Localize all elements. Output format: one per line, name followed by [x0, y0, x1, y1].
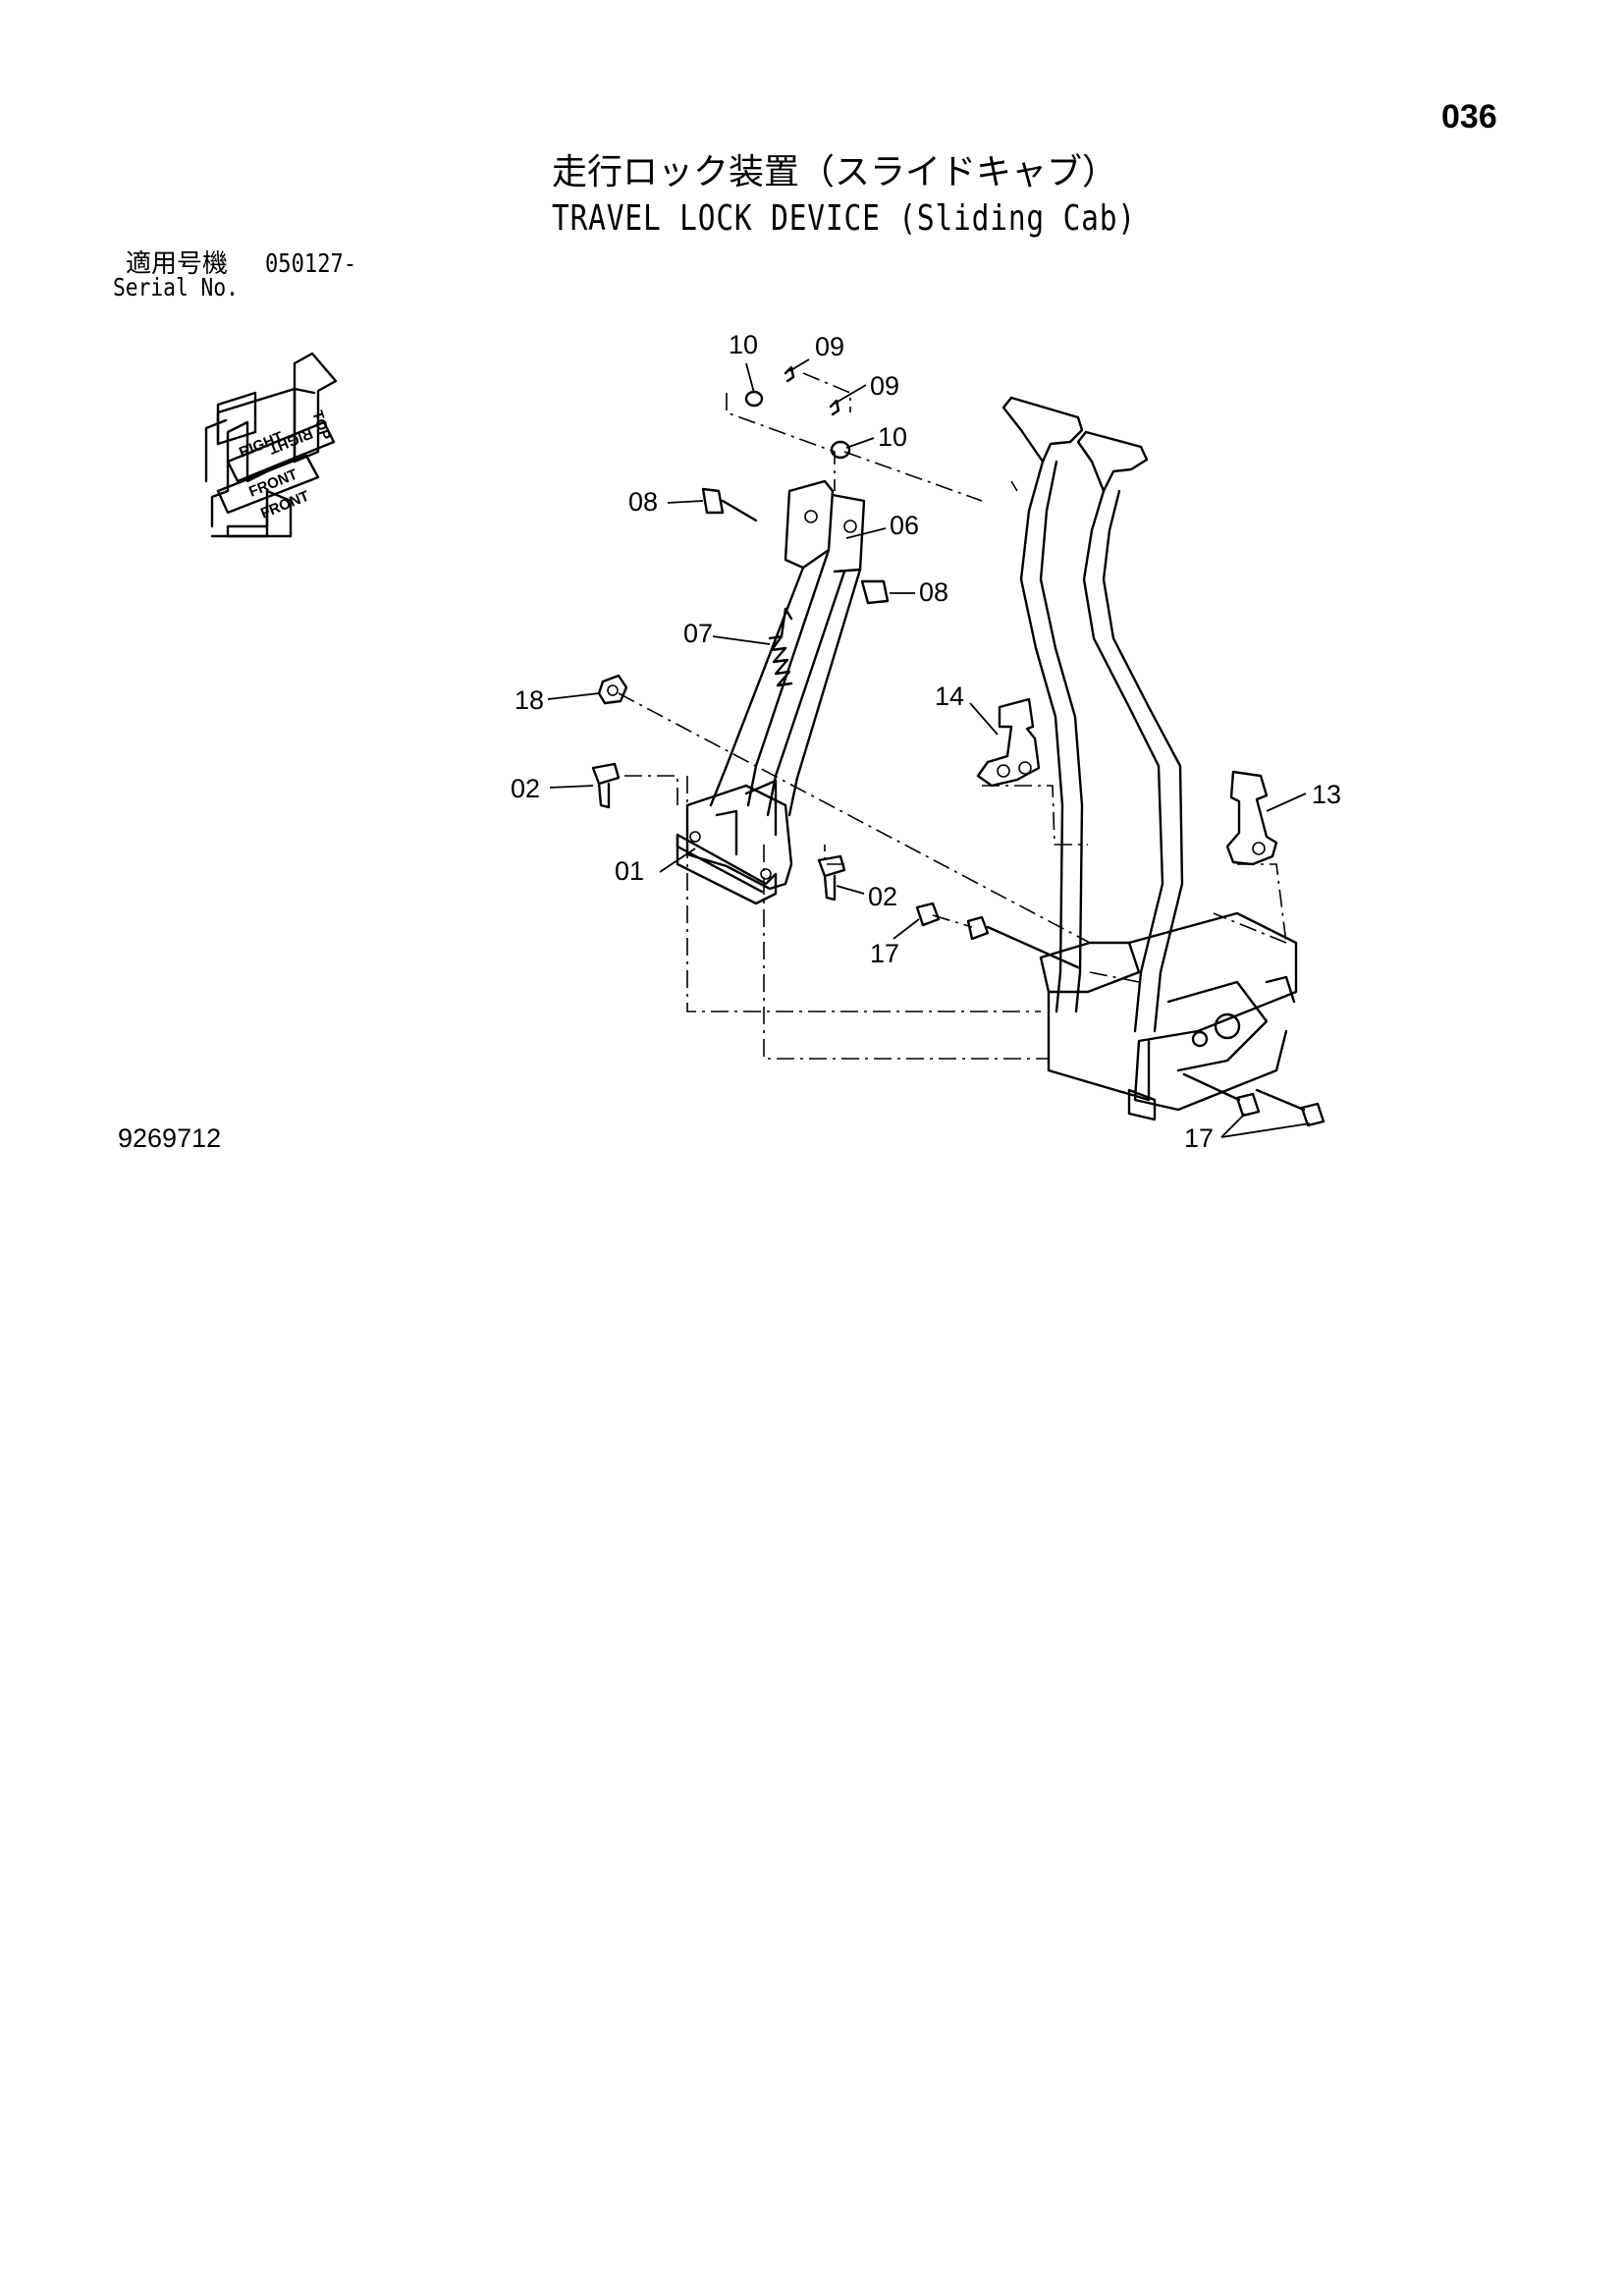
callout-08-upper: 08: [628, 487, 658, 517]
page-number: 036: [1441, 98, 1497, 136]
nut-18: [597, 674, 628, 705]
assembly-center-lines: [618, 372, 1287, 1060]
pin-08-upper: [701, 487, 758, 522]
callout-18: 18: [514, 685, 544, 715]
spring-07: [768, 607, 793, 687]
callout-10-upper: 10: [729, 330, 758, 359]
callout-08-lower: 08: [919, 577, 948, 607]
clip-09-upper: [784, 365, 795, 383]
callout-02-left: 02: [511, 774, 540, 803]
callout-14: 14: [935, 682, 964, 711]
travel-lever-left: [1001, 396, 1084, 1013]
bolt-17-lower-pair: [1182, 1072, 1325, 1127]
orientation-arrows-icon: TOP RIGHT RIGHT FRONT FRONT: [204, 352, 338, 538]
bracket-13: [1225, 770, 1278, 866]
base-plate-01: [676, 779, 793, 905]
callout-17-upper: 17: [870, 939, 899, 968]
serial-label-english: Serial No.: [113, 273, 239, 301]
lock-lever-arm: [709, 479, 866, 817]
bracket-14: [976, 697, 1041, 788]
serial-number-value: 050127-: [265, 249, 357, 279]
bolt-02-left: [591, 762, 621, 809]
callout-02-right: 02: [868, 882, 897, 911]
page-title-japanese: 走行ロック装置（スライドキャブ）: [552, 152, 1118, 192]
callout-labels: 10 09 09 10 08 06 08 07 14 18 13 02 01 0…: [511, 330, 1341, 1153]
washer-10-lower: [830, 440, 851, 460]
bolt-02-right: [817, 854, 846, 902]
washer-10-upper: [744, 390, 764, 408]
drawing-number: 9269712: [118, 1123, 222, 1153]
callout-13: 13: [1312, 780, 1341, 809]
callout-leaders: [547, 358, 1311, 1138]
travel-lever-right: [1076, 430, 1184, 1033]
callout-17-lower: 17: [1184, 1123, 1214, 1153]
callout-10-lower: 10: [878, 422, 907, 452]
callout-06: 06: [890, 511, 919, 540]
serial-label-japanese: 適用号機: [126, 249, 229, 279]
callout-09-upper: 09: [815, 332, 844, 361]
page-title-english: TRAVEL LOCK DEVICE (Sliding Cab): [552, 198, 1136, 239]
pin-08-lower: [860, 579, 890, 605]
bolt-17-upper-pair: [915, 902, 1082, 970]
callout-01: 01: [615, 856, 644, 886]
callout-07: 07: [683, 619, 713, 648]
callout-09-lower: 09: [870, 371, 899, 401]
